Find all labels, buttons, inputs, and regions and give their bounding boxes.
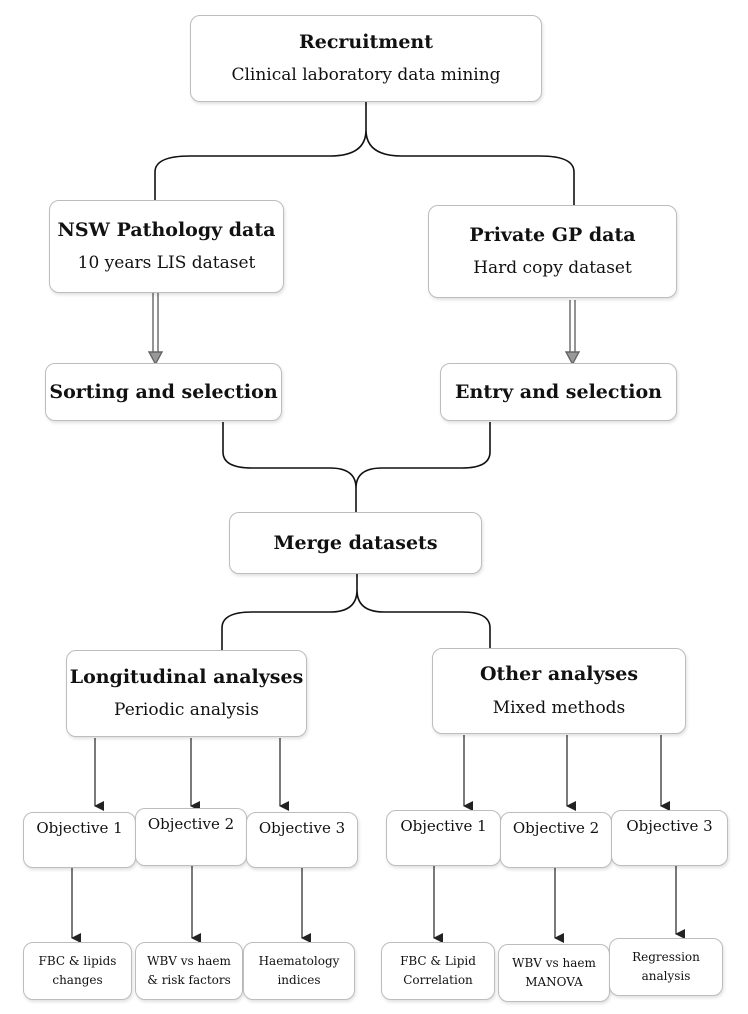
brace-merge-join <box>222 422 491 512</box>
outcome-line-2: changes <box>52 973 103 987</box>
outcome-line-1: WBV vs haem <box>512 956 596 971</box>
brace-recruitment-split <box>154 102 575 205</box>
recruitment-box: Recruitment Clinical laboratory data min… <box>190 15 542 102</box>
private-gp-box: Private GP data Hard copy dataset <box>428 205 677 298</box>
nsw-pathology-subtitle: 10 years LIS dataset <box>77 253 256 274</box>
recruitment-subtitle: Clinical laboratory data mining <box>231 65 501 86</box>
double-arrow-gp-entry <box>564 300 581 366</box>
longitudinal-objective-1: Objective 1 <box>23 812 136 868</box>
brace-analyses-split <box>221 574 491 650</box>
nsw-pathology-box: NSW Pathology data 10 years LIS dataset <box>49 200 284 293</box>
outcome-line-2: analysis <box>641 969 691 983</box>
double-arrow-nsw-sorting <box>147 293 164 366</box>
longitudinal-objective-3: Objective 3 <box>246 812 358 868</box>
other-outcome-1: FBC & Lipid Correlation <box>381 942 495 1000</box>
outcome-line-1: FBC & lipids <box>38 954 117 969</box>
other-objective-1: Objective 1 <box>386 810 501 866</box>
longitudinal-analyses-subtitle: Periodic analysis <box>114 700 259 721</box>
objective-label: Objective 2 <box>512 819 600 837</box>
merge-datasets-label: Merge datasets <box>273 532 438 554</box>
other-analyses-title: Other analyses <box>479 663 639 686</box>
other-analyses-box: Other analyses Mixed methods <box>432 648 686 734</box>
entry-selection-box: Entry and selection <box>440 363 677 421</box>
outcome-line-2: indices <box>277 973 321 987</box>
outcome-line-2: Correlation <box>403 973 473 987</box>
merge-datasets-box: Merge datasets <box>229 512 482 574</box>
outcome-line-2: & risk factors <box>147 973 231 987</box>
longitudinal-outcome-2: WBV vs haem & risk factors <box>135 942 243 1000</box>
private-gp-title: Private GP data <box>469 223 636 246</box>
entry-selection-label: Entry and selection <box>455 381 662 403</box>
longitudinal-analyses-title: Longitudinal analyses <box>69 665 304 688</box>
outcome-line-1: WBV vs haem <box>147 954 231 969</box>
longitudinal-objective-2: Objective 2 <box>135 808 247 866</box>
objective-label: Objective 3 <box>258 819 346 837</box>
outcome-line-1: Regression <box>632 950 700 965</box>
sorting-selection-box: Sorting and selection <box>45 363 282 421</box>
other-objective-3: Objective 3 <box>611 810 728 866</box>
other-analyses-subtitle: Mixed methods <box>492 697 626 718</box>
objective-label: Objective 3 <box>626 817 713 835</box>
private-gp-subtitle: Hard copy dataset <box>473 258 632 279</box>
other-outcome-3: Regression analysis <box>609 938 723 996</box>
longitudinal-analyses-box: Longitudinal analyses Periodic analysis <box>66 650 307 737</box>
objective-label: Objective 1 <box>36 819 123 837</box>
sorting-selection-label: Sorting and selection <box>49 381 278 403</box>
outcome-line-1: FBC & Lipid <box>400 954 476 969</box>
nsw-pathology-title: NSW Pathology data <box>57 218 276 241</box>
objective-label: Objective 1 <box>400 817 487 835</box>
other-outcome-2: WBV vs haem MANOVA <box>498 944 610 1002</box>
other-objective-2: Objective 2 <box>500 812 612 868</box>
recruitment-title: Recruitment <box>298 30 434 53</box>
longitudinal-outcome-1: FBC & lipids changes <box>23 942 132 1000</box>
outcome-line-1: Haematology <box>258 954 340 969</box>
objective-label: Objective 2 <box>147 815 235 833</box>
longitudinal-outcome-3: Haematology indices <box>243 942 355 1000</box>
outcome-line-2: MANOVA <box>525 975 583 989</box>
